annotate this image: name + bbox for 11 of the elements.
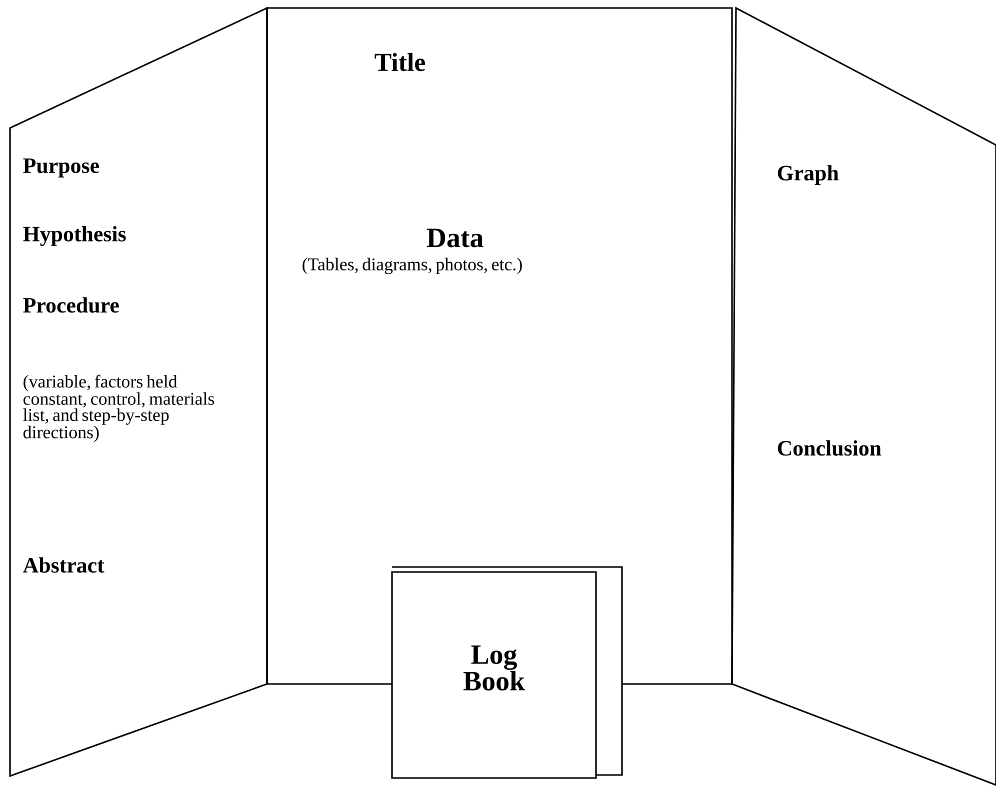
panel-heading: Procedure bbox=[23, 297, 119, 313]
board-title: Title bbox=[374, 52, 425, 72]
panel-note: (Tables, diagrams, photos, etc.) bbox=[302, 258, 522, 274]
panel-heading: Purpose bbox=[23, 158, 99, 178]
panel-heading: Graph bbox=[778, 165, 839, 185]
book-label: Log Book bbox=[463, 645, 525, 690]
panel-heading: Data bbox=[426, 228, 484, 248]
panel-note: (variable, factors held constant, control, materials list, and step-by-step directions) bbox=[23, 374, 214, 442]
panel-heading: Hypothesis bbox=[23, 226, 126, 246]
panel-heading: Conclusion bbox=[778, 440, 882, 456]
panel-heading: Abstract bbox=[23, 557, 104, 573]
